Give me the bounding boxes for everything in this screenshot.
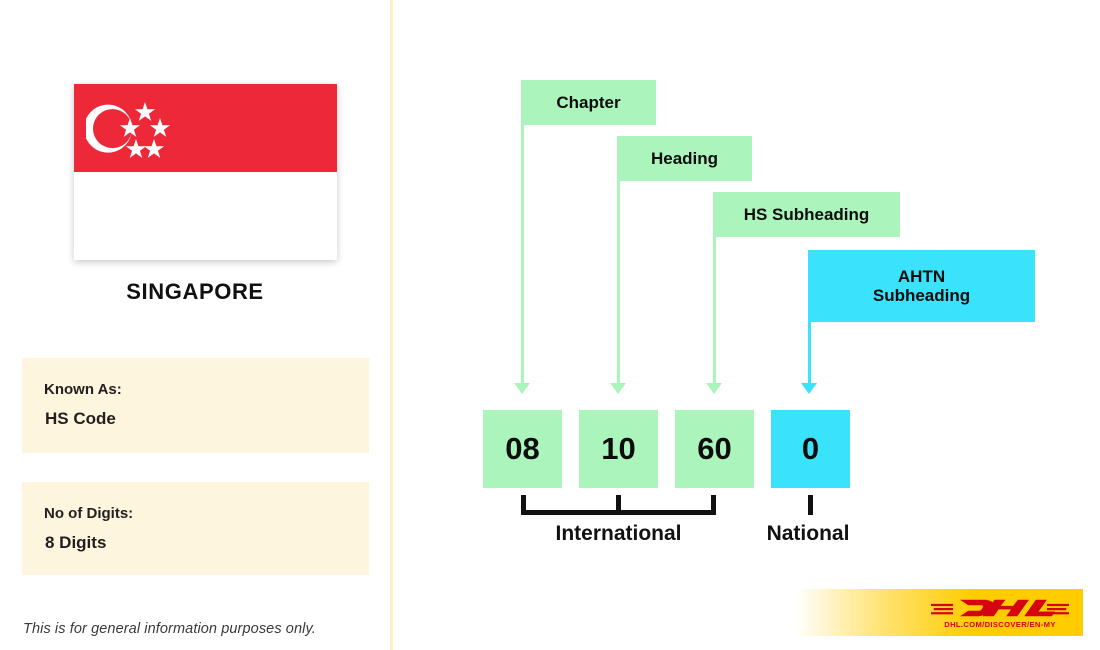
arrowhead-heading-icon (610, 383, 626, 394)
label-box-ahtn-line2: Subheading (872, 286, 971, 305)
label-box-heading: Heading (617, 136, 752, 181)
label-box-ahtn-subheading: AHTN Subheading (808, 250, 1035, 322)
no-of-digits-value: 8 Digits (45, 533, 107, 552)
digit-box-ahtn-subheading: 0 (771, 410, 850, 488)
arrowhead-hs-subheading-icon (706, 383, 722, 394)
country-name: SINGAPORE (126, 279, 264, 304)
group-label-international: International (555, 522, 682, 545)
label-box-hs-subheading: HS Subheading (713, 192, 900, 237)
dhl-url-text: DHL.COM/DISCOVER/EN-MY (944, 620, 1056, 629)
known-as-value: HS Code (45, 409, 116, 428)
arrowhead-ahtn-subheading-icon (801, 383, 817, 394)
arrowhead-chapter-icon (514, 383, 530, 394)
digit-box-heading: 10 (579, 410, 658, 488)
known-as-label: Known As: (44, 381, 122, 398)
label-box-ahtn-line1: AHTN (897, 266, 946, 286)
no-of-digits-label: No of Digits: (44, 505, 134, 522)
label-box-chapter: Chapter (521, 80, 656, 125)
dhl-footer-bar: DHL.COM/DISCOVER/EN-MY (795, 589, 1083, 636)
group-label-national: National (766, 522, 850, 545)
label-box-heading-text: Heading (650, 148, 719, 168)
label-box-chapter-text: Chapter (556, 92, 621, 112)
connector-chapter (521, 80, 524, 383)
info-card-known-as: Known As: HS Code (22, 358, 369, 453)
left-info-panel: SINGAPORE Known As: HS Code No of Digits… (0, 0, 390, 650)
singapore-flag (74, 84, 337, 260)
bracket-tick-international-middle (616, 495, 621, 515)
connector-ahtn-subheading (808, 250, 811, 383)
connector-heading (617, 136, 620, 383)
flag-white-band (74, 172, 337, 260)
crescent-and-stars-icon (86, 102, 171, 158)
digit-box-chapter: 08 (483, 410, 562, 488)
dhl-logo: DHL.COM/DISCOVER/EN-MY (931, 596, 1069, 629)
label-box-hs-subheading-text: HS Subheading (743, 204, 870, 224)
disclaimer-text: This is for general information purposes… (23, 621, 316, 637)
hs-code-breakdown-diagram: Chapter Heading HS Subheading AHTN Subhe… (390, 0, 1100, 650)
info-card-number-of-digits: No of Digits: 8 Digits (22, 482, 369, 575)
vertical-divider (390, 0, 393, 650)
bracket-tick-national (808, 495, 813, 515)
digit-box-hs-subheading: 60 (675, 410, 754, 488)
flag-red-band (74, 84, 337, 172)
dhl-wordmark-icon (931, 599, 1069, 617)
connector-hs-subheading (713, 192, 716, 383)
